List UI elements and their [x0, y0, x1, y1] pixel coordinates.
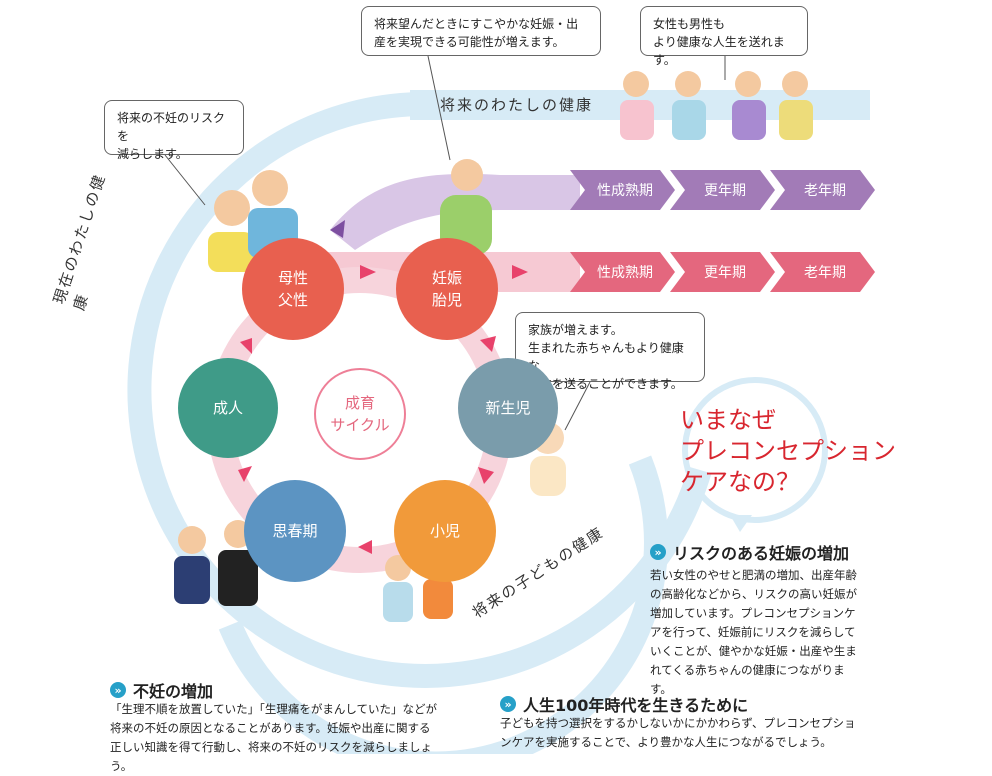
chevron-lower-2 [670, 252, 775, 292]
chevron-upper-label-3: 老年期 [804, 183, 846, 199]
center-cycle: 成育 サイクル [314, 368, 406, 460]
future-me-label: 将来のわたしの健康 [440, 96, 594, 114]
mother-father-illustration [208, 170, 298, 272]
center-line2: サイクル [330, 416, 390, 434]
risk-text: 若い女性のやせと肥満の増加、出産年齢の高齢化などから、リスクの高い妊娠が増加して… [650, 568, 857, 696]
stage-newborn: 新生児 [458, 358, 558, 458]
chevron-lower-3 [770, 252, 875, 292]
headline-line3: ケアなの？ [680, 468, 800, 496]
stage-parents-line2: 父性 [277, 291, 308, 309]
family-generations-illustration [620, 71, 813, 140]
chevron-lower-label-3: 老年期 [804, 265, 846, 281]
stage-child-label: 小児 [429, 522, 460, 540]
bubble-infertility-risk: 将来の不妊のリスクを 減らします。 [104, 100, 244, 161]
chevron-upper-2 [670, 170, 775, 210]
chevron-lower-label-2: 更年期 [704, 265, 746, 281]
preconception-care-infographic: 将来のわたしの健康 現在のわたしの健康 将来の子どもの健康 将来望んだときにすこ… [50, 6, 896, 773]
center-line1: 成育 [344, 394, 375, 412]
arrow-up-icon-2 [240, 338, 252, 354]
chevron-double-icon: » [650, 544, 666, 560]
infertility-title: 不妊の増加 [133, 682, 214, 701]
century-title: 人生100年時代を生きるために [523, 696, 749, 715]
century-text: 子どもを持つ選択をするかしないかにかかわらず、プレコンセプションケアを実施するこ… [500, 716, 856, 749]
stage-adult: 成人 [178, 358, 278, 458]
pointer-line-1 [427, 55, 451, 161]
headline-ring-tail [730, 515, 752, 532]
stage-parents-line1: 母性 [277, 269, 308, 287]
risk-heading: » リスクのある妊娠の増加 [650, 540, 849, 564]
purple-arrow-icon [330, 220, 345, 238]
stage-pregnancy: 妊娠 胎児 [396, 238, 498, 340]
chevron-upper-label-1: 性成熟期 [597, 183, 653, 199]
teenagers-illustration [174, 520, 258, 606]
chevron-double-icon: » [110, 682, 126, 698]
arrow-right-icon-2 [512, 265, 528, 279]
stage-pregnancy-line1: 妊娠 [431, 269, 462, 287]
risk-title: リスクのある妊娠の増加 [673, 544, 850, 563]
chevron-lower-1 [570, 252, 675, 292]
arrow-left-icon [358, 540, 372, 554]
stage-adult-label: 成人 [212, 399, 243, 417]
bubble-future-pregnancy: 将来望んだときにすこやかな妊娠・出産を実現できる可能性が増えます。 [361, 6, 601, 56]
bubble-healthy-life: 女性も男性も より健康な人生を送れます。 [640, 6, 808, 67]
arrow-down-icon [480, 336, 496, 352]
stage-puberty: 思春期 [244, 480, 346, 582]
infertility-text: 「生理不順を放置していた」「生理痛をがまんしていた」などが将来の不妊の原因となる… [110, 702, 438, 773]
stage-parents: 母性 父性 [242, 238, 344, 340]
chevron-double-icon: » [500, 696, 516, 712]
arrow-downleft-icon [478, 467, 494, 484]
chevron-upper-1 [570, 170, 675, 210]
chevron-upper-label-2: 更年期 [704, 183, 746, 199]
headline-line2: プレコンセプション [680, 437, 896, 465]
stage-newborn-label: 新生児 [485, 399, 531, 417]
arrow-up-icon [238, 466, 252, 482]
headline-ring [682, 377, 828, 523]
chevron-lower-label-1: 性成熟期 [597, 265, 653, 281]
stage-child: 小児 [394, 480, 496, 582]
century-heading: » 人生100年時代を生きるために [500, 692, 748, 716]
pointer-line-3 [164, 154, 206, 206]
stage-pregnancy-line2: 胎児 [431, 291, 462, 309]
headline-line1: いまなぜ [680, 406, 776, 434]
infertility-heading: » 不妊の増加 [110, 678, 213, 702]
headline: いまなぜ プレコンセプション ケアなの？ [680, 405, 896, 498]
arrow-right-icon [360, 265, 376, 279]
future-child-ring [218, 455, 668, 754]
bubble-family-grows: 家族が増えます。 生まれた赤ちゃんもより健康な 人生を送ることができます。 [515, 312, 705, 391]
chevron-upper-3 [770, 170, 875, 210]
stage-puberty-label: 思春期 [272, 522, 318, 540]
pointer-line-4 [564, 381, 591, 431]
